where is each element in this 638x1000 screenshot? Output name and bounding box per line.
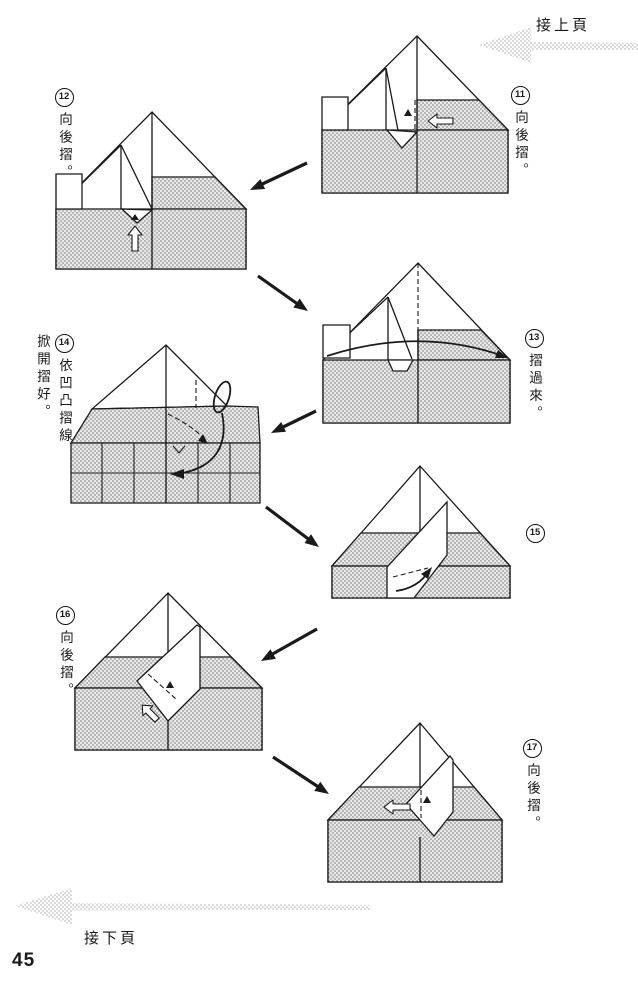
fold-left-arrow-icon	[383, 799, 411, 815]
white-flap	[405, 754, 454, 838]
flow-arrow-15-to-16	[261, 627, 318, 661]
step-14-label: 14 依凹凸摺線 掀開摺好。	[31, 334, 75, 446]
step-15-badge: 15	[525, 524, 545, 543]
step-14-instruction-line2: 掀開摺好。	[35, 334, 50, 422]
flow-arrow-14-to-15	[265, 505, 319, 547]
white-flap	[136, 624, 201, 722]
step-13-instruction: 摺過來。	[527, 353, 542, 423]
origami-step-12-figure	[55, 111, 248, 270]
fold-up-arrow-icon	[127, 225, 143, 252]
flow-arrow-11-to-12	[250, 161, 308, 190]
white-flap	[386, 500, 448, 599]
fold-left-arrow-icon	[427, 113, 454, 129]
notch-flap	[386, 359, 415, 372]
step-13-label: 13 摺過來。	[523, 329, 545, 423]
prev-page-label: 接上頁	[536, 17, 591, 34]
step-17-instruction: 向後摺。	[525, 763, 540, 833]
next-page-arrow	[15, 888, 370, 925]
step-15-label: 15	[524, 524, 546, 548]
origami-step-16-figure	[73, 592, 264, 751]
step-12-label: 12 向後摺。	[53, 88, 75, 182]
origami-step-13-figure	[322, 262, 512, 424]
step-16-instruction: 向後摺。	[58, 630, 73, 700]
page-number: 45	[12, 950, 36, 971]
mountain-fold-marker	[423, 796, 431, 803]
step-11-label: 11 向後摺。	[509, 86, 531, 180]
fold-up-left-arrow-icon	[141, 704, 160, 723]
fold-over-arrow	[326, 340, 507, 358]
turn-over-loop-arrow	[212, 380, 232, 414]
step-16-badge: 16	[55, 606, 75, 625]
next-page-label: 接下頁	[84, 930, 139, 947]
step-11-instruction: 向後摺。	[513, 110, 528, 180]
mountain-fold-marker	[404, 109, 412, 116]
step-11-badge: 11	[510, 86, 530, 105]
step-12-badge: 12	[54, 88, 74, 107]
step-12-instruction: 向後摺。	[57, 112, 72, 182]
mountain-fold-marker	[166, 681, 174, 688]
flow-arrow-16-to-17	[272, 755, 329, 794]
origami-step-14-figure	[69, 344, 261, 504]
prev-page-arrow	[479, 27, 638, 63]
step-14-badge: 14	[54, 334, 74, 353]
down-flap	[120, 208, 154, 224]
step-17-label: 17 向後摺。	[521, 739, 543, 833]
mountain-fold-marker	[131, 214, 139, 220]
step-14-instruction-line1: 依凹凸摺線	[57, 358, 72, 446]
origami-step-11-figure	[321, 35, 510, 194]
step-13-badge: 13	[524, 329, 544, 348]
flow-arrow-13-to-14	[271, 409, 317, 433]
flow-arrow-12-to-13	[257, 274, 308, 311]
step-17-badge: 17	[522, 739, 542, 758]
origami-step-17-figure	[326, 722, 504, 883]
origami-step-15-figure	[330, 465, 512, 599]
down-flap	[385, 129, 419, 149]
step-16-label: 16 向後摺。	[54, 606, 76, 700]
